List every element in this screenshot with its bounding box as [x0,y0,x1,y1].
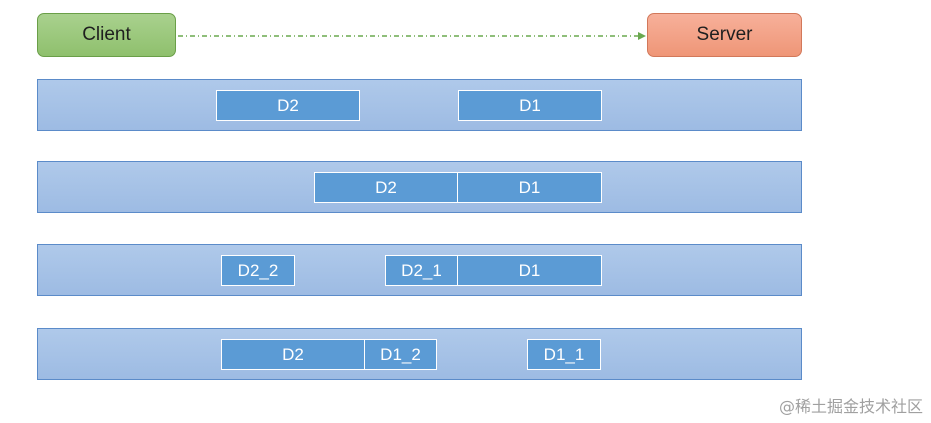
watermark-text: @稀土掘金技术社区 [778,397,923,416]
packet-d2: D2 [314,172,458,203]
packet-d2: D2 [221,339,365,370]
packet-d2: D2 [216,90,360,121]
lane-2: D2 D1 [37,161,802,213]
packet-d1-1: D1_1 [527,339,601,370]
server-node: Server [647,13,802,57]
lane-3: D2_2 D2_1 D1 [37,244,802,296]
packet-d1: D1 [457,172,602,203]
client-to-server-arrow [178,32,646,40]
packet-d2-2: D2_2 [221,255,295,286]
packet-d1: D1 [457,255,602,286]
packet-d2-1: D2_1 [385,255,458,286]
client-node: Client [37,13,176,57]
lane-1: D2 D1 [37,79,802,131]
packet-d1-2: D1_2 [364,339,437,370]
lane-4: D2 D1_2 D1_1 [37,328,802,380]
packet-d1: D1 [458,90,602,121]
